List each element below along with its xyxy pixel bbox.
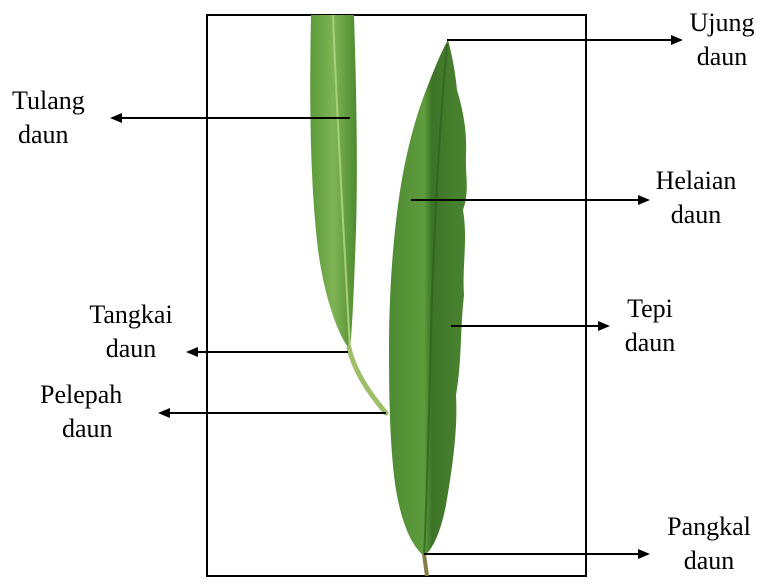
label-pelepah-line1: Pelepah [40, 378, 150, 412]
label-tepi-daun: Tepi daun [612, 292, 688, 360]
label-ujung-daun: Ujung daun [682, 6, 762, 74]
label-tangkai-line2: daun [76, 332, 186, 366]
label-pangkal-daun: Pangkal daun [654, 510, 764, 578]
label-helaian-line1: Helaian [646, 164, 746, 198]
label-tepi-line2: daun [612, 326, 688, 360]
label-ujung-line2: daun [682, 40, 762, 74]
label-tulang-daun: Tulang daun [12, 84, 112, 152]
label-helaian-line2: daun [646, 198, 746, 232]
label-tangkai-daun: Tangkai daun [76, 298, 186, 366]
label-helaian-daun: Helaian daun [646, 164, 746, 232]
label-pelepah-daun: Pelepah daun [40, 378, 150, 446]
label-tulang-line1: Tulang [12, 84, 112, 118]
label-tepi-line1: Tepi [612, 292, 688, 326]
label-tulang-line2: daun [12, 118, 112, 152]
label-ujung-line1: Ujung [682, 6, 762, 40]
back-leaf-petiole [349, 348, 386, 413]
back-leaf [310, 15, 357, 350]
label-pangkal-line2: daun [654, 544, 764, 578]
label-pelepah-line2: daun [40, 412, 150, 446]
main-leaf-base-stem [424, 554, 427, 576]
label-tangkai-line1: Tangkai [76, 298, 186, 332]
label-pangkal-line1: Pangkal [654, 510, 764, 544]
